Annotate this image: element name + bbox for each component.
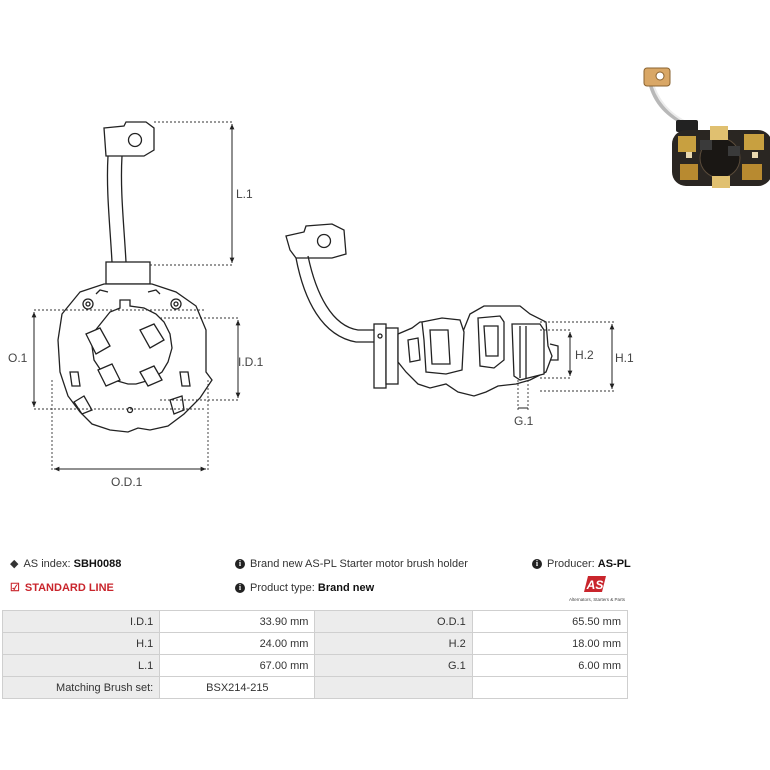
- spec-value: 18.00 mm: [471, 632, 629, 655]
- spec-label: L.1: [1, 654, 161, 677]
- spec-label: H.2: [314, 632, 473, 655]
- producer-row: i Producer: AS-PL: [532, 558, 631, 570]
- product-type-label: Product type:: [250, 582, 315, 594]
- spec-value: 65.50 mm: [471, 610, 629, 633]
- logo-tagline: Alternators, Starters & Parts: [569, 597, 626, 602]
- description-row: i Brand new AS-PL Starter motor brush ho…: [235, 558, 468, 570]
- info-icon: i: [235, 583, 245, 593]
- dim-label-l1: L.1: [236, 187, 253, 201]
- spec-label: [314, 676, 473, 699]
- dim-label-h1: H.1: [615, 351, 634, 365]
- check-square-icon: ☑: [10, 581, 20, 594]
- info-icon: i: [235, 559, 245, 569]
- side-dimension-arrows: [518, 324, 615, 409]
- spec-value: BSX214-215: [159, 676, 316, 699]
- logo-text: AS: [586, 578, 604, 592]
- spec-value: 6.00 mm: [471, 654, 629, 677]
- as-index-label: AS index:: [23, 558, 71, 570]
- front-view-drawing: [57, 121, 213, 433]
- as-index-row: ◆ AS index: SBH0088: [10, 558, 121, 570]
- table-row: L.1 67.00 mm G.1 6.00 mm: [1, 654, 629, 677]
- dim-label-o1: O.1: [8, 351, 28, 365]
- spec-value: 33.90 mm: [159, 610, 316, 633]
- spec-value: 67.00 mm: [159, 654, 316, 677]
- standard-line-label: STANDARD LINE: [24, 582, 114, 594]
- dim-label-h2: H.2: [575, 348, 594, 362]
- spec-label: H.1: [1, 632, 161, 655]
- product-photo: [643, 67, 770, 188]
- table-row: Matching Brush set: BSX214-215: [1, 676, 629, 699]
- info-icon: i: [532, 559, 542, 569]
- spec-label: Matching Brush set:: [1, 676, 161, 699]
- technical-drawing: L.1 O.1 I.D.1 O.D.1: [8, 67, 770, 489]
- table-row: H.1 24.00 mm H.2 18.00 mm: [1, 632, 629, 655]
- spec-table: I.D.1 33.90 mm O.D.1 65.50 mm H.1 24.00 …: [1, 610, 629, 699]
- spec-label: I.D.1: [1, 610, 161, 633]
- spec-value: [471, 676, 629, 699]
- dim-label-id1: I.D.1: [238, 355, 264, 369]
- spec-label: G.1: [314, 654, 473, 677]
- as-index-value: SBH0088: [73, 558, 122, 570]
- producer-value: AS-PL: [597, 558, 631, 570]
- as-pl-logo: AS Alternators, Starters & Parts: [569, 576, 626, 602]
- side-dimension-lines: [517, 321, 614, 412]
- dim-label-od1: O.D.1: [111, 475, 143, 489]
- product-type-row: i Product type: Brand new: [235, 582, 374, 594]
- front-dimension-lines: [34, 121, 238, 472]
- tag-icon: ◆: [10, 557, 19, 570]
- side-view-drawing: [285, 223, 559, 397]
- product-description: Brand new AS-PL Starter motor brush hold…: [250, 558, 468, 570]
- front-dimension-arrows: [31, 124, 241, 472]
- standard-line-row: ☑ STANDARD LINE: [10, 582, 114, 594]
- dim-label-g1: G.1: [514, 414, 534, 428]
- product-type-value: Brand new: [317, 582, 375, 594]
- producer-label: Producer:: [547, 558, 595, 570]
- spec-label: O.D.1: [314, 610, 473, 633]
- spec-value: 24.00 mm: [159, 632, 316, 655]
- table-row: I.D.1 33.90 mm O.D.1 65.50 mm: [1, 610, 629, 633]
